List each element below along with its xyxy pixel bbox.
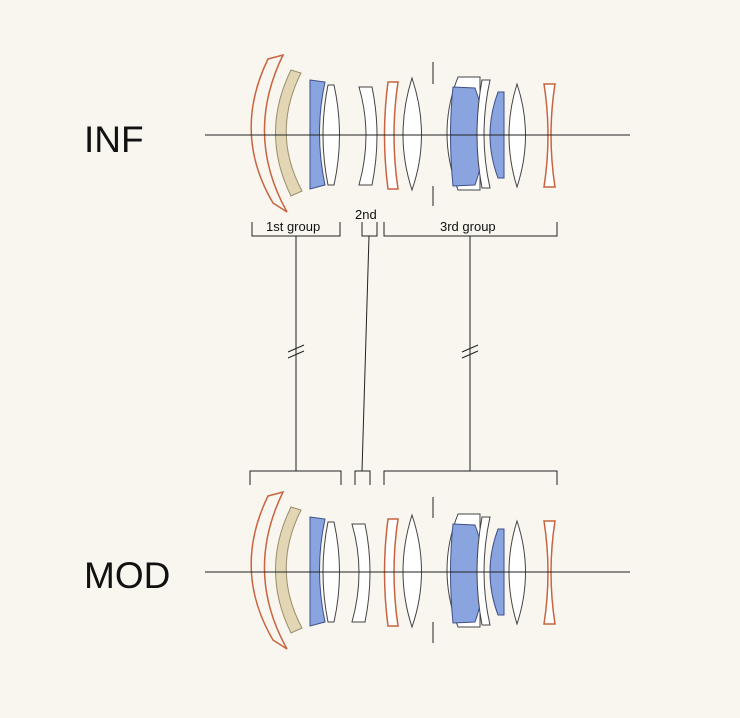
break-mark-group1-b	[287, 350, 305, 359]
mod-lens-element-2	[275, 506, 303, 634]
inf-configuration: INF	[84, 53, 630, 213]
mod-lens-element-7	[402, 513, 422, 629]
break-mark-group3-b	[461, 350, 479, 359]
bracket-mod-group1	[249, 470, 342, 485]
bracket-mod-group3	[383, 470, 558, 485]
inf-label: INF	[84, 119, 144, 160]
bracket-group2	[361, 222, 378, 237]
group-brackets-mod	[249, 470, 558, 485]
mod-configuration: MOD	[84, 490, 630, 650]
group3-label: 3rd group	[440, 219, 496, 234]
group-movement	[287, 235, 479, 472]
mod-label: MOD	[84, 555, 170, 596]
movement-line-group2	[361, 235, 370, 472]
lens-element-7	[402, 76, 422, 192]
lens-element-2	[275, 69, 303, 197]
lens-element-5	[358, 86, 378, 186]
group2-label: 2nd	[355, 207, 377, 222]
mod-lens-element-10	[476, 516, 491, 626]
group1-label: 1st group	[266, 219, 320, 234]
bracket-mod-group2	[354, 470, 371, 485]
lens-element-10	[476, 79, 491, 189]
lens-element-1	[250, 53, 288, 213]
mod-lens-element-1	[250, 490, 288, 650]
break-mark-group3-a	[461, 344, 479, 353]
group-brackets-inf: 1st group 2nd 3rd group	[251, 207, 558, 237]
break-mark-group1-a	[287, 344, 305, 353]
mod-lens-element-5	[351, 523, 371, 623]
